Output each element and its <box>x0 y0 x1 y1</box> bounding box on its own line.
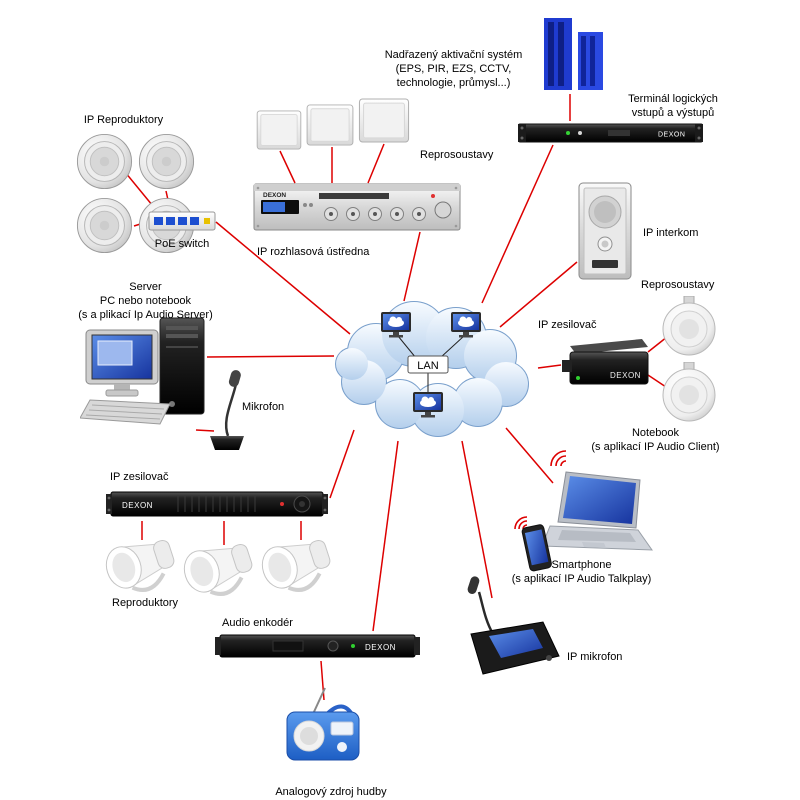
ip-intercom-icon <box>578 182 632 285</box>
radio-icon <box>283 686 363 769</box>
label-line: Nadřazený aktivační systém <box>384 49 523 61</box>
horn-speaker-icon <box>102 524 178 599</box>
ball-speakers-label: Reprosoustavy <box>641 279 715 291</box>
label-line: Notebook <box>631 427 680 439</box>
ceiling-speaker-icon <box>138 133 195 195</box>
ip-microphone-icon <box>455 572 565 685</box>
microphone-label: Mikrofon <box>242 401 285 413</box>
label-line: (s a plikací Ip Audio Server) <box>78 308 213 321</box>
brand-mark: DEXON <box>122 501 153 510</box>
wall-speaker-icon <box>306 104 354 151</box>
ip-speakers-label: IP Reproduktory <box>83 114 164 126</box>
ip-microphone-label: IP mikrofon <box>567 651 623 663</box>
label-line: technologie, průmysl...) <box>396 76 511 89</box>
horn-speaker-icon <box>258 524 334 599</box>
broadcast-central-label: IP rozhlasová ústředna <box>257 246 370 258</box>
io-terminal-label: Terminál logických vstupů a výstupů <box>612 93 734 121</box>
analog-source-label: Analogový zdroj hudby <box>275 786 387 798</box>
lan-cloud: LAN <box>318 290 538 445</box>
horn-speakers-label: Reproduktory <box>112 597 179 609</box>
notebook-label: Notebook (s aplikací IP Audio Client) <box>578 427 733 455</box>
ip-amplifier-left-label: IP zesilovač <box>110 471 169 483</box>
ip-broadcast-central-icon: DEXON <box>253 183 461 236</box>
notebook-icon <box>541 470 654 563</box>
ip-amplifier-rack-icon: DEXON <box>106 488 328 525</box>
keyboard-icon <box>79 398 172 433</box>
label-line: vstupů a výstupů <box>631 106 715 119</box>
desk-microphone-icon <box>202 362 252 459</box>
label-line: PC nebo notebook <box>99 294 192 307</box>
audio-encoder-label: Audio enkodér <box>222 617 293 629</box>
ceiling-speaker-icon <box>76 133 133 195</box>
horn-speaker-icon <box>180 528 256 603</box>
label-line: (EPS, PIR, EZS, CCTV, <box>395 62 512 75</box>
wall-speakers-label: Reprosoustavy <box>420 149 494 161</box>
pc-tower-icon <box>158 316 206 421</box>
poe-switch-icon <box>148 208 216 239</box>
ip-amplifier-right-label: IP zesilovač <box>538 319 597 331</box>
ip-amplifier-box-icon: DEXON <box>560 336 650 396</box>
label-line: Terminál logických <box>628 93 718 105</box>
brand-mark: DEXON <box>658 132 685 139</box>
wall-speaker-icon <box>256 110 302 155</box>
buildings-icon <box>540 14 608 99</box>
brand-mark: DEXON <box>610 371 641 380</box>
wall-speaker-icon <box>358 98 410 148</box>
io-terminal-icon: DEXON <box>517 122 704 149</box>
brand-mark: DEXON <box>365 643 396 652</box>
ip-intercom-label: IP interkom <box>643 227 699 239</box>
brand-mark: DEXON <box>263 192 286 199</box>
server-label: Server PC nebo notebook (s a plikací Ip … <box>48 281 243 322</box>
smartphone-label: Smartphone (s aplikací IP Audio Talkplay… <box>494 559 669 587</box>
ceiling-speaker-icon <box>76 197 133 259</box>
ball-speaker-icon <box>658 295 720 361</box>
poe-switch-label: PoE switch <box>154 238 210 250</box>
monitor-icon <box>84 328 164 405</box>
label-line: Smartphone <box>551 559 612 571</box>
label-line: (s aplikací IP Audio Talkplay) <box>511 572 652 585</box>
lan-label: LAN <box>417 360 438 372</box>
activation-system-label: Nadřazený aktivační systém (EPS, PIR, EZ… <box>366 49 541 90</box>
smartphone-icon <box>520 524 552 579</box>
ball-speaker-icon <box>658 361 720 427</box>
audio-encoder-icon: DEXON <box>215 632 420 665</box>
label-line: (s aplikací IP Audio Client) <box>591 440 720 453</box>
label-line: Server <box>129 281 162 293</box>
